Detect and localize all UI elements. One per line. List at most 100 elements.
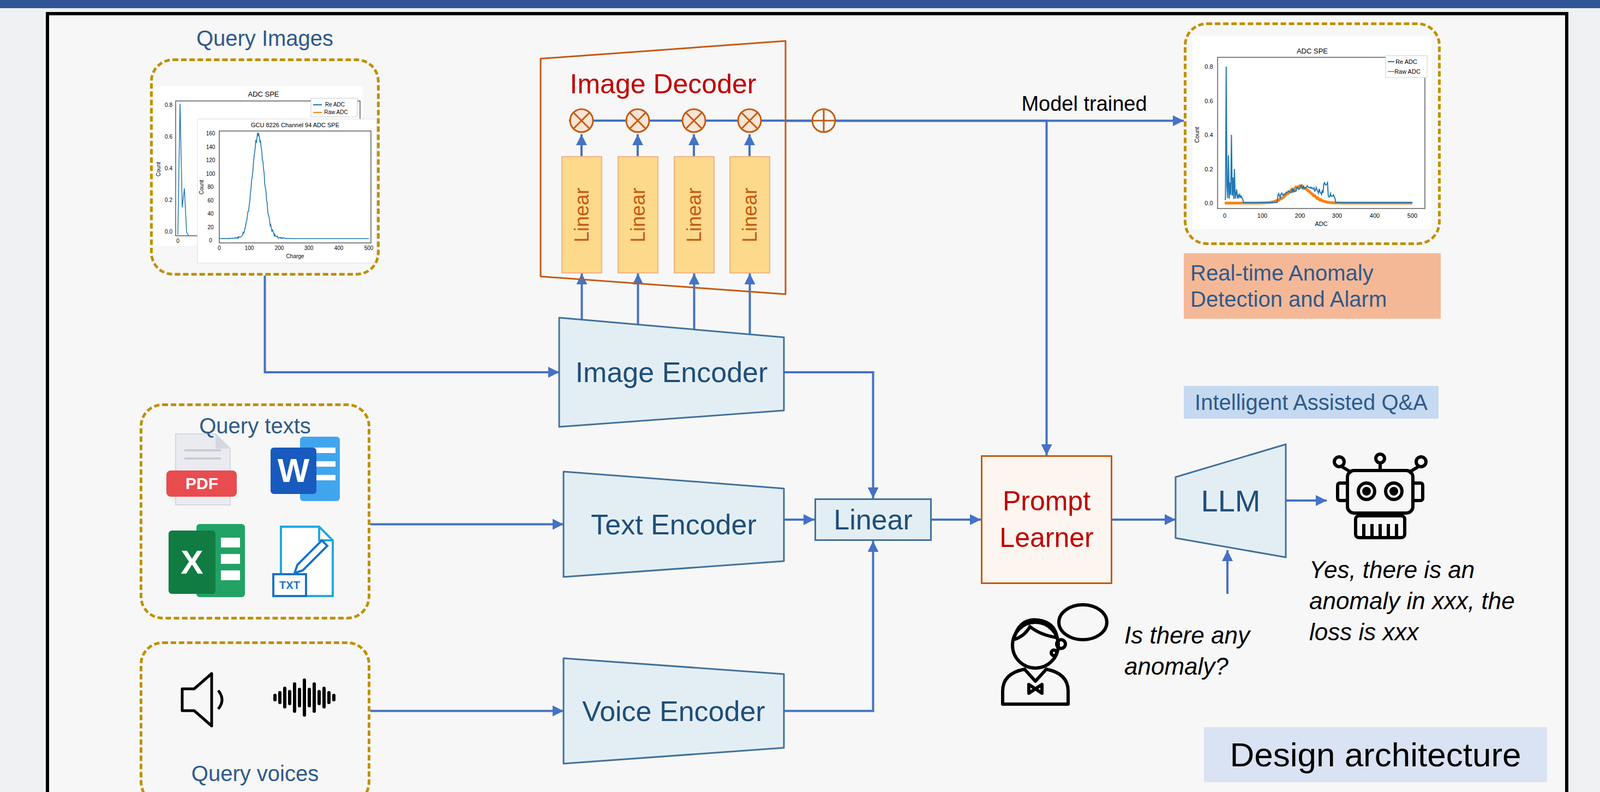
axis-label: 100 [1257,212,1268,219]
node-label: Prompt Learner [989,482,1105,557]
axis-label: Raw ADC [1394,68,1421,75]
icon-letter: PDF [185,475,219,492]
node-label: Linear [626,187,650,242]
node-label: Voice Encoder [582,694,765,728]
connector-arrow [931,518,981,521]
node-label: Query voices [142,760,368,786]
linear-layer: Linear [729,156,771,274]
encoder-block: Text Encoder [563,471,784,577]
connector-arrow [783,518,815,521]
feature-box: Real-time Anomaly Detection and Alarm [1183,253,1441,319]
axis-label: 200 [1295,212,1305,219]
axis-label: 0.8 [1204,63,1213,70]
feature-box: Intelligent Assisted Q&A [1183,385,1439,419]
txt-icon [273,526,333,596]
node-shape [540,40,786,295]
node-label: Query Images [136,26,394,51]
wave-bar [283,687,287,707]
axis-label: 100 [244,245,255,251]
axis-label: 500 [1407,212,1418,219]
axis-label: 0.4 [1204,132,1213,139]
connector-arrow [265,275,560,373]
wave-bar [278,692,282,703]
node-label: Query texts [142,413,368,439]
node-label: Linear [738,187,762,242]
connector-arrow [783,372,874,499]
axis-label: 0.2 [1204,165,1213,172]
sum-symbol [812,109,836,133]
front-chart [197,118,377,263]
encoder-block: Image Encoder [559,317,784,427]
wave-bar [322,687,326,707]
icon-letter: X [180,544,203,579]
connector-arrow [785,120,1047,455]
axis-label: Raw ADC [324,109,348,116]
axis-label: Count [199,180,205,195]
word-icon [270,436,340,501]
axis-label: 500 [364,245,374,251]
axis-label: 200 [274,245,285,251]
node-label: Text Encoder [590,507,757,541]
node-shape [563,471,784,577]
waveform-icon [274,679,334,715]
node-label: Linear [833,502,913,536]
axis-label: 400 [1369,212,1380,219]
axis-label: Count [1194,126,1201,143]
node-label: Design architecture [1229,734,1521,774]
axis-label: GCU 8226 Channel 94 ADC SPE [250,122,340,129]
wave-bar [288,691,292,704]
output-chart [1192,36,1432,230]
dialogue-text: Yes, there is an anomaly in xxx, the los… [1309,553,1550,648]
node-label: Image Decoder [540,68,786,100]
axis-label: ADC [1314,220,1328,227]
axis-label: 0 [1223,212,1227,219]
node-shape [563,657,784,764]
connector-arrow [1112,518,1176,521]
wave-bar [307,688,311,706]
axis-label: 0.0 [1204,200,1213,207]
linear-layer: Linear [617,156,659,274]
wave-bar [302,679,307,715]
node-label: Linear [682,187,706,242]
prompt-box: Prompt Learner [980,454,1113,584]
node-shape [1175,444,1286,557]
connector-arrow [580,273,584,321]
axis-label: 20 [207,224,214,231]
linear-layer: Linear [561,156,603,274]
decoder-block: Image DecoderLinear Linear Linear Linear [540,40,786,295]
axis-label: 400 [334,245,344,251]
axis-label: 300 [304,245,314,251]
axis-label: Re ADC [325,102,345,108]
robot-icon [1334,453,1426,538]
wave-bar [317,691,321,704]
node-label: Intelligent Assisted Q&A [1194,390,1428,415]
wave-bar [332,694,336,700]
icon-letter: W [277,453,310,488]
axis-label: 0.6 [164,134,173,140]
axis-label: 80 [207,184,214,190]
connector-arrow [637,273,640,326]
edge-label: Model trained [1017,93,1150,115]
node-label: Linear [570,187,594,242]
input-group: Query texts [139,403,371,620]
wave-bar [327,692,331,703]
pdf-icon [166,433,237,505]
axis-label: 0.0 [164,229,173,235]
axis-label: 0.6 [1204,97,1213,104]
dialogue-text: Is there any anomaly? [1124,619,1288,682]
axis-label: 140 [206,144,216,151]
axis-label: Charge [286,253,305,260]
node-label: Image Encoder [575,355,769,389]
wave-bar [273,694,277,700]
output-group: ADC SPE [1183,22,1441,245]
llm-block: LLM [1175,444,1286,557]
linear-layer: Linear [814,498,932,541]
axis-label: 120 [206,157,216,164]
axis-label: 0.8 [164,102,173,109]
encoder-block: Voice Encoder [563,657,784,764]
axis-label: 300 [1332,212,1342,219]
speaker-icon [182,673,223,726]
excel-icon [168,523,245,597]
